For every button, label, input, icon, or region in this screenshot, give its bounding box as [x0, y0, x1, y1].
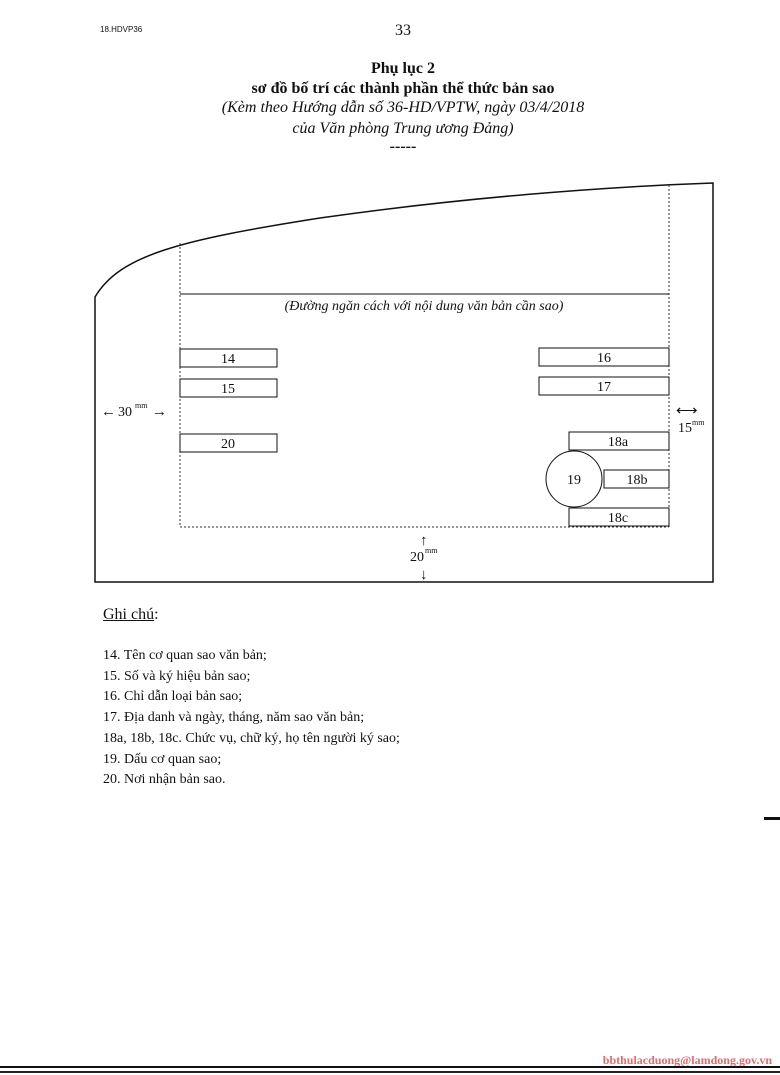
reference-line-2: của Văn phòng Trung ương Đảng) [292, 120, 514, 137]
svg-text:14: 14 [221, 352, 235, 367]
scan-mark [764, 817, 780, 820]
svg-text:17: 17 [597, 380, 611, 395]
note-item: 20. Nơi nhận bản sao. [103, 772, 226, 788]
note-item: 16. Chỉ dẫn loại bản sao; [103, 689, 243, 705]
page-outline [94, 182, 714, 583]
svg-text:18c: 18c [608, 511, 628, 526]
notes-heading: Ghi chú: [103, 606, 159, 623]
footer-rule-lower [0, 1071, 780, 1073]
note-item: 17. Địa danh và ngày, tháng, năm sao văn… [103, 710, 365, 726]
svg-text:mm: mm [135, 401, 148, 410]
seal-circle-19: 19 [545, 450, 603, 508]
svg-text:⟷: ⟷ [676, 403, 698, 419]
box-20: 20 [179, 433, 278, 453]
svg-text:↑: ↑ [420, 533, 428, 549]
svg-text:→: → [152, 404, 167, 420]
svg-text:mm: mm [425, 546, 438, 555]
appendix-title: Phụ lục 2 [370, 60, 435, 77]
footer-rule [0, 1066, 780, 1068]
note-item: 18a, 18b, 18c. Chức vụ, chữ ký, họ tên n… [103, 730, 400, 746]
box-18b: 18b [603, 469, 670, 489]
notes-list: 14. Tên cơ quan sao văn bản; 15. Số và k… [103, 646, 400, 791]
svg-text:20: 20 [410, 550, 424, 565]
svg-text:16: 16 [597, 351, 611, 366]
box-17: 17 [538, 376, 670, 396]
svg-text:18b: 18b [627, 473, 648, 488]
svg-text:15: 15 [221, 382, 235, 397]
box-15: 15 [179, 378, 278, 398]
footer-email-watermark: bbthulacduong@lamdong.gov.vn [602, 1053, 772, 1067]
box-18c: 18c [568, 507, 670, 527]
left-margin-indicator: ← 30 mm → [101, 401, 167, 420]
note-item: 14. Tên cơ quan sao văn bản; [103, 648, 267, 663]
svg-text:mm: mm [692, 418, 705, 427]
note-item: 15. Số và ký hiệu bản sao; [103, 668, 251, 684]
bottom-margin-indicator: ↑ 20 mm ↓ [410, 533, 438, 583]
svg-text:20: 20 [221, 437, 235, 452]
box-14: 14 [179, 348, 278, 368]
svg-text:15: 15 [678, 421, 692, 436]
page-number: 33 [395, 22, 411, 39]
svg-text:↓: ↓ [420, 567, 428, 583]
right-margin-indicator: ⟷ 15 mm [676, 403, 705, 436]
title-separator: ----- [389, 138, 417, 155]
reference-line-1: (Kèm theo Hướng dẫn số 36-HD/VPTW, ngày … [221, 99, 585, 116]
appendix-subtitle: sơ đồ bố trí các thành phần thể thức bản… [251, 80, 555, 97]
svg-text:30: 30 [118, 405, 132, 420]
document-code: 18.HDVP36 [100, 25, 143, 34]
svg-text:19: 19 [567, 473, 581, 488]
box-16: 16 [538, 347, 670, 367]
svg-text:18a: 18a [608, 435, 629, 450]
svg-text:←: ← [101, 404, 116, 420]
note-item: 19. Dấu cơ quan sao; [103, 751, 222, 767]
box-18a: 18a [568, 431, 670, 451]
layout-diagram: (Đường ngăn cách với nội dung văn bản cầ… [94, 182, 714, 583]
separator-label: (Đường ngăn cách với nội dung văn bản cầ… [285, 299, 564, 314]
